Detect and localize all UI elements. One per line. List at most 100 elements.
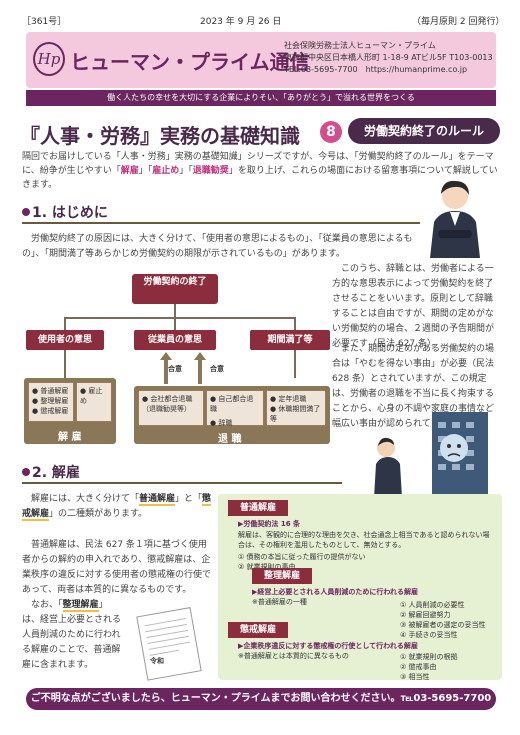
list-item: ● 雇止め — [80, 387, 103, 405]
connector — [64, 317, 296, 319]
section2-heading: 2. 解雇 — [32, 465, 80, 481]
diagram-node-term-expiry: 期間満了等 — [250, 330, 330, 350]
intro-text: 隔回でお届けしている「人事・労務」実務の基礎知識」シリーズですが、今号は、「労働… — [22, 152, 494, 176]
intro-text: 」「 — [179, 166, 193, 176]
diagram-node-employer: 使用者の意思 — [26, 330, 104, 350]
section1-paragraph-1: 労働契約終了の原因には、大きく分けて、「使用者の意思によるもの」、「従業員の意思… — [22, 234, 413, 259]
list-item: ● 定年退職 — [270, 395, 307, 403]
businesswoman-illustration — [430, 180, 480, 258]
paragraph-text: 」と「 — [175, 494, 203, 504]
section2-paragraph-2: 普通解雇は、民法 627 条１項に基づく使用者からの解約の申入れであり、懲戒解雇… — [22, 540, 212, 595]
list-item: ● 自己都合退職 — [210, 395, 254, 413]
resignation-type: 自己都合退職 — [210, 395, 254, 413]
diagram-root-node: 労働契約の終了 — [132, 274, 218, 304]
paragraph-text: 」の二種類があります。 — [49, 509, 148, 519]
issue-date: 2023 年 9 月 26 日 — [200, 17, 282, 27]
section-bullet — [22, 208, 30, 216]
list-item: ① 人員削減の必要性 — [400, 601, 465, 609]
section2-divider — [22, 482, 342, 484]
law-note: ※普通解雇の一種 — [252, 598, 307, 606]
dismissed-worker-illustration — [374, 412, 488, 498]
section2-paragraph-3: なお、「整理解雇」は、経営上必要とされる人員削減のために行われる解雇のことで、普… — [22, 598, 122, 673]
tag-restructuring-dismissal: 整理解雇 — [252, 568, 312, 584]
list-item: ② 就業規則の事由 — [238, 563, 296, 571]
list-item: ① 債務の本旨に従った履行の提供がない — [238, 553, 366, 561]
non-renewal-box: ● 雇止め — [76, 382, 112, 422]
connector — [294, 317, 296, 330]
connector — [294, 350, 296, 378]
list-item: ● 普通解雇 — [32, 387, 69, 395]
org-info: 社会保険労務士法人ヒューマン・プライム 東京都中央区日本橋人形町 1-18-9 … — [284, 40, 494, 76]
list-item: ● 会社都合退職（退職勧奨等） — [142, 395, 193, 413]
agreement-label: 合意 — [210, 365, 224, 373]
term-expiry-box: ● 定年退職 ● 休職期間満了等 — [266, 390, 326, 426]
resignation-group-label: 退 職 — [218, 434, 242, 445]
list-item: ③ 被解雇者の選定の妥当性 — [400, 621, 486, 629]
notice-date-label: 令和 — [150, 657, 164, 665]
paragraph-text: 解雇には、大きく分けて「 — [31, 494, 140, 504]
list-item: ② 解雇回避努力 — [400, 611, 451, 619]
issue-frequency: （毎月原則 2 回発行） — [412, 17, 505, 27]
newsletter-title: ヒューマン・プライム通信 — [70, 50, 310, 74]
diagram-node-employee: 従業員の意思 — [134, 330, 216, 350]
law-heading: ▶経営上必要とされる人員削減のために行われる解雇 — [252, 588, 419, 596]
dismissal-type: 整理解雇 — [40, 397, 69, 405]
connector — [174, 317, 176, 330]
issue-number: ［361号］ — [22, 17, 67, 27]
org-name: 社会保険労務士法人ヒューマン・プライム — [284, 41, 436, 50]
dismissal-types-box: ● 普通解雇 ● 整理解雇 ● 懲戒解雇 — [28, 382, 74, 422]
company-logo: Hp — [33, 42, 65, 76]
keyword-disciplinary-dismissal: 懲戒解雇 — [22, 494, 212, 521]
article-intro: 隔回でお届けしている「人事・労務」実務の基礎知識」シリーズですが、今号は、「労働… — [22, 150, 498, 192]
keyword-restructuring-dismissal: 整理解雇 — [62, 600, 99, 612]
contact-footer: ご不明な点がございましたら、ヒューマン・プライムまでお問い合わせください。℡03… — [26, 688, 496, 710]
dismissal-group-label: 解 雇 — [58, 432, 82, 443]
resignation-type: 会社都合退職（退職勧奨等） — [142, 395, 193, 413]
connector — [64, 350, 66, 378]
list-item: ● 辞職 — [210, 419, 233, 427]
section1-divider — [22, 222, 420, 224]
tagline: 働く人たちの幸せを大切にする企業によりそい、「ありがとう」で溢れる世界をつくる — [26, 90, 496, 106]
agreement-label: 合意 — [168, 365, 182, 373]
dismissal-types-panel — [218, 494, 502, 680]
intro-text: 」を取り上げ、これらの場面における留意事項について解説していきます。 — [22, 166, 498, 190]
list-item: ● 懲戒解雇 — [32, 407, 69, 415]
term-expiry-type: 休職期間満了等 — [270, 405, 321, 423]
intro-text: 」「 — [138, 166, 153, 176]
org-address: 東京都中央区日本橋人形町 1-18-9 ATビル5F T103-0013 — [284, 53, 493, 62]
article-number: 8 — [320, 121, 342, 143]
section1-paragraph-2: このうち、辞職とは、労働者による一方的な意思表示によって労働契約を終了させること… — [332, 264, 495, 349]
keyword-dismissal: 解雇 — [120, 166, 139, 176]
company-resignation-box: ● 会社都合退職（退職勧奨等） — [138, 390, 204, 426]
connector — [64, 317, 66, 330]
list-item: ④ 手続きの妥当性 — [400, 631, 458, 639]
list-item: ● 整理解雇 — [32, 397, 69, 405]
keyword-non-renewal: 雇止め — [152, 166, 180, 176]
list-item: ③ 相当性 — [400, 673, 430, 681]
article-title: 『人事・労務』実務の基礎知識 — [20, 124, 300, 148]
law-text: 解雇は、客観的に合理的な理由を欠き、社会通念上相当であると認められない場合は、そ… — [238, 531, 490, 549]
org-contact: TEL.03-5695-7700 https://humanprime.co.j… — [284, 65, 468, 74]
section2-paragraph-1: 解雇には、大きく分けて「普通解雇」と「懲戒解雇」の二種類があります。 — [22, 492, 212, 522]
law-note: ※普通解雇とは本質的に異なるもの — [238, 652, 349, 660]
dismissal-type: 普通解雇 — [40, 387, 69, 395]
keyword-resignation-advice: 退職勧奨 — [192, 166, 229, 176]
resignation-type: 辞職 — [218, 419, 233, 427]
list-item: ① 就業規則の根拠 — [400, 653, 458, 661]
non-renewal-item: 雇止め — [80, 387, 103, 405]
keyword-ordinary-dismissal: 普通解雇 — [139, 494, 176, 506]
newsletter-header — [26, 32, 496, 88]
dismissal-notice-illustration — [136, 607, 202, 681]
section-bullet — [22, 468, 30, 476]
dismissal-type: 懲戒解雇 — [40, 407, 69, 415]
section1-heading: 1. はじめに — [32, 205, 108, 221]
section1-paragraph-3: また、期間の定めがある労働契約の場合は「やむを得ない事由」が必要（民法 628 … — [332, 344, 495, 429]
list-item: ② 懲戒事由 — [400, 663, 437, 671]
paragraph-text: なお、「 — [31, 600, 63, 610]
connector — [174, 304, 176, 318]
article-subtitle: 労働契約終了のルール — [348, 118, 500, 144]
law-heading: ▶企業秩序違反に対する懲戒権の行使として行われる解雇 — [238, 642, 418, 650]
tag-ordinary-dismissal: 普通解雇 — [228, 500, 288, 516]
list-item: ● 休職期間満了等 — [270, 405, 321, 423]
paragraph-text: 」は、経営上必要とされる人員削減のために行われる解雇のことで、普通解雇に含まれま… — [22, 600, 122, 670]
